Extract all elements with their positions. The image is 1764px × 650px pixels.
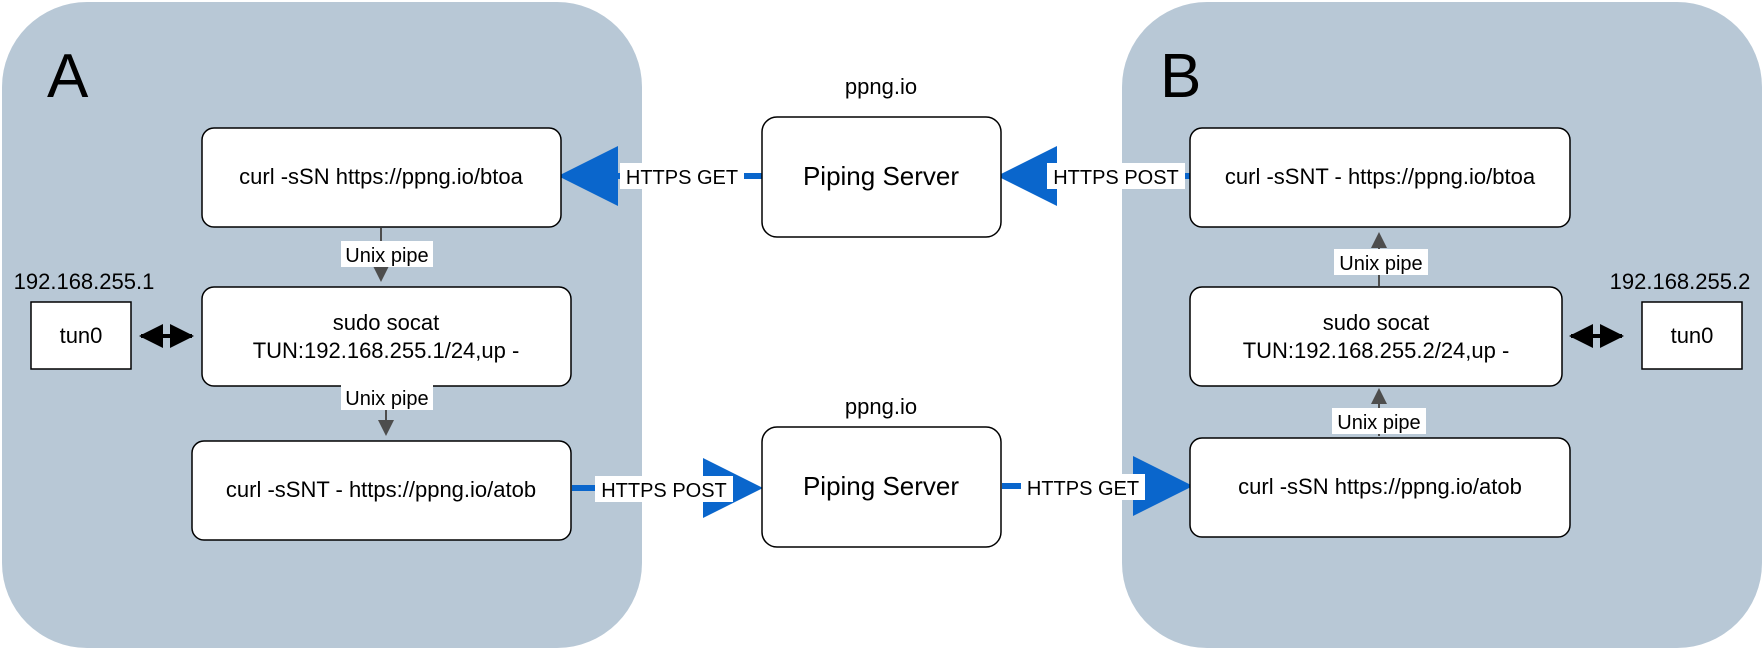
edge-b-post-label-bg <box>1047 163 1185 189</box>
edge-a-post-label-bg <box>595 476 733 502</box>
ip-a-label: 192.168.255.1 <box>14 269 155 294</box>
pipe-b1-label: Unix pipe <box>1339 253 1422 275</box>
node-b-get <box>1189 437 1571 538</box>
ip-b-label: 192.168.255.2 <box>1610 269 1751 294</box>
pipe-a2-label: Unix pipe <box>345 388 428 410</box>
node-a-get-label: curl -sSN https://ppng.io/btoa <box>239 164 523 189</box>
node-tun-a <box>30 301 132 370</box>
node-server-top <box>761 116 1002 238</box>
node-tun-b <box>1641 301 1743 370</box>
node-b-post <box>1189 127 1571 228</box>
zone-a-letter: A <box>47 42 89 111</box>
node-b-socat-line1: sudo socat <box>1323 310 1429 335</box>
server-bottom-host: ppng.io <box>845 394 917 419</box>
tun-a-label: tun0 <box>60 323 103 348</box>
node-b-socat-line2: TUN:192.168.255.2/24,up - <box>1243 338 1510 363</box>
node-a-socat-line2: TUN:192.168.255.1/24,up - <box>253 338 520 363</box>
edge-b-get-label: HTTPS GET <box>1027 478 1139 500</box>
node-a-socat <box>201 286 572 387</box>
server-top-host: ppng.io <box>845 74 917 99</box>
pipe-a1-label: Unix pipe <box>345 245 428 267</box>
server-top-label: Piping Server <box>803 161 959 191</box>
node-b-post-label: curl -sSNT - https://ppng.io/btoa <box>1225 164 1536 189</box>
edge-a-get-label-bg <box>620 163 744 189</box>
server-bottom-label: Piping Server <box>803 471 959 501</box>
node-a-get <box>201 127 562 228</box>
pipe-a1-label-bg <box>341 241 433 267</box>
edge-b-post-label: HTTPS POST <box>1053 167 1179 189</box>
tun-b-label: tun0 <box>1671 323 1714 348</box>
pipe-a2-label-bg <box>341 384 433 410</box>
pipe-b2-label: Unix pipe <box>1337 412 1420 434</box>
pipe-b1-label-bg <box>1334 249 1428 275</box>
node-b-get-label: curl -sSN https://ppng.io/atob <box>1238 474 1522 499</box>
edge-b-get-label-bg <box>1021 474 1145 500</box>
node-a-post <box>191 440 572 541</box>
zone-b-letter: B <box>1160 42 1201 111</box>
node-server-bottom <box>761 426 1002 548</box>
node-a-socat-line1: sudo socat <box>333 310 439 335</box>
pipe-b2-label-bg <box>1332 408 1426 434</box>
edge-a-get-label: HTTPS GET <box>626 167 738 189</box>
node-a-post-label: curl -sSNT - https://ppng.io/atob <box>226 477 536 502</box>
edge-a-post-label: HTTPS POST <box>601 480 727 502</box>
node-b-socat <box>1189 286 1563 387</box>
